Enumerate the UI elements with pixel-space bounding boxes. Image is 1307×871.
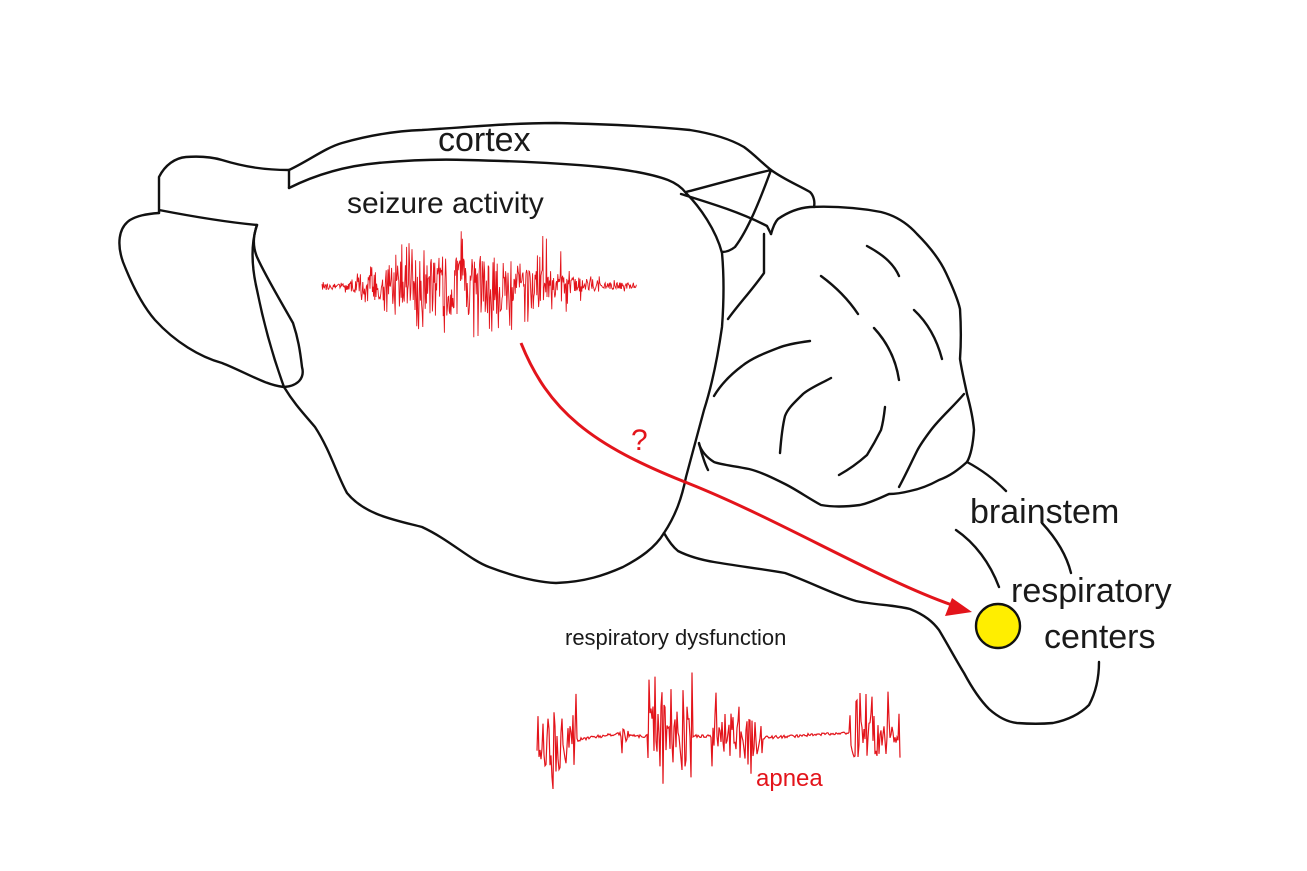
cortex-inner-line bbox=[287, 158, 688, 195]
respiratory-label: respiratory bbox=[1011, 572, 1172, 610]
olfactory-bulb-outline bbox=[118, 211, 304, 389]
respiratory-trace bbox=[536, 672, 901, 790]
apnea-label: apnea bbox=[756, 765, 823, 792]
midbrain-lines bbox=[679, 168, 773, 321]
respiratory-dysfunction-label: respiratory dysfunction bbox=[565, 625, 786, 650]
paraflocculus-line bbox=[897, 392, 966, 489]
question-mark-label: ? bbox=[631, 424, 648, 457]
centers-label: centers bbox=[1044, 618, 1156, 656]
cortex-label: cortex bbox=[438, 121, 531, 159]
frontal-block-outline bbox=[157, 155, 291, 227]
seizure-activity-label: seizure activity bbox=[347, 187, 544, 220]
seizure-to-brainstem-arrow bbox=[519, 342, 953, 607]
respiratory-center-marker bbox=[974, 602, 1022, 650]
brainstem-label: brainstem bbox=[970, 493, 1119, 531]
cerebellar-folia bbox=[712, 244, 944, 477]
seizure-eeg-trace bbox=[321, 231, 637, 338]
arrowhead-icon bbox=[945, 598, 972, 616]
cerebrum-outline bbox=[251, 191, 725, 585]
cerebellum-outline bbox=[697, 205, 976, 508]
pons-line bbox=[697, 441, 710, 472]
brainstem-outline bbox=[662, 460, 1101, 725]
cortex-outer-outline bbox=[287, 121, 816, 209]
